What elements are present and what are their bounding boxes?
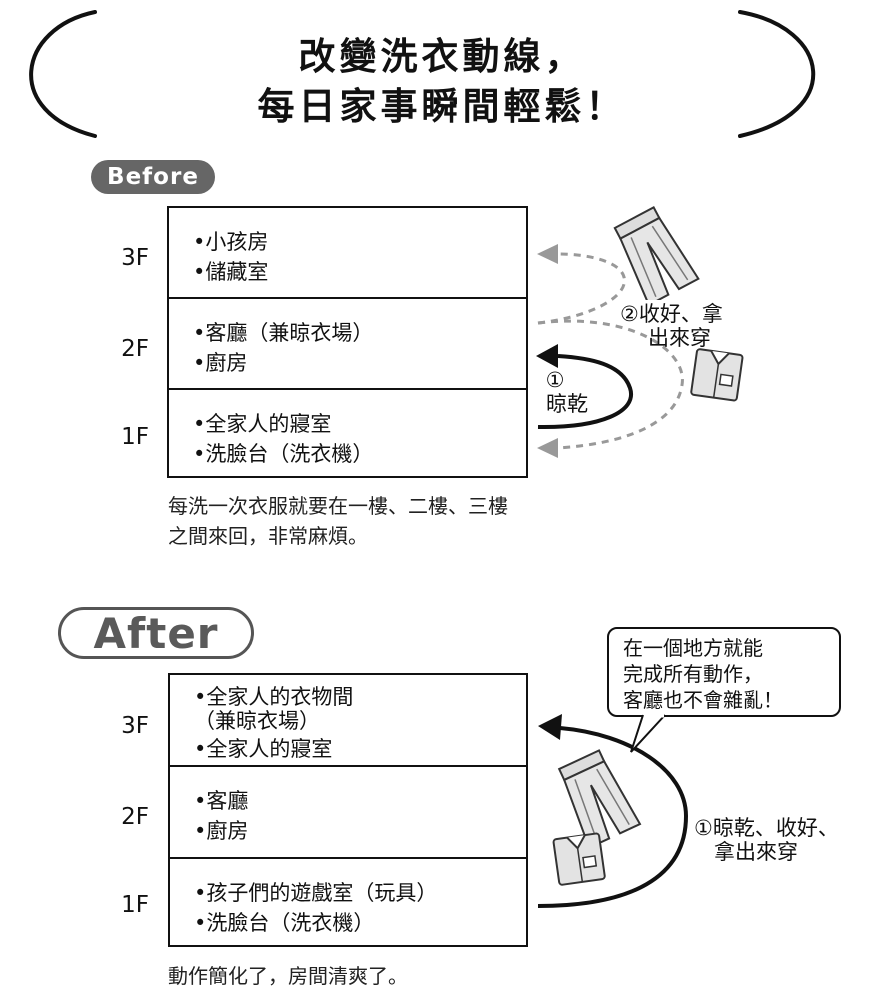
after-room: •客廳 (194, 789, 249, 813)
after-floor-3f: •全家人的衣物間 （兼晾衣場） •全家人的寢室 (170, 675, 526, 765)
bubble-text: 在一個地方就能 (623, 636, 763, 660)
after-room: •全家人的寢室 (194, 737, 333, 761)
after-step-line2: 拿出來穿 (714, 840, 798, 864)
after-floor-label-2f: 2F (121, 804, 149, 830)
dashed-arrow-outer (537, 319, 684, 450)
bubble-text: 完成所有動作， (623, 662, 763, 686)
after-floor-1f: •孩子們的遊戲室（玩具） •洗臉台（洗衣機） (170, 857, 526, 949)
before-badge: Before (91, 160, 215, 194)
after-room: •全家人的衣物間 (194, 685, 354, 709)
before-step1-label: 晾乾 (546, 392, 588, 416)
before-room: •廚房 (193, 351, 248, 375)
after-flow-arrow (537, 714, 689, 908)
after-badge: After (58, 607, 254, 659)
pants-icon (613, 206, 700, 300)
before-floor-1f: •全家人的寢室 •洗臉台（洗衣機） (169, 388, 526, 480)
before-room: •洗臉台（洗衣機） (193, 442, 374, 466)
before-room: •全家人的寢室 (193, 412, 332, 436)
after-floor-label-3f: 3F (121, 713, 149, 739)
before-caption-line1: 每洗一次衣服就要在一樓、二樓、三樓 (168, 494, 508, 518)
before-flow-arrows (536, 244, 684, 458)
arrowhead (538, 714, 562, 740)
before-caption-line2: 之間來回，非常麻煩。 (168, 524, 368, 548)
before-room: •儲藏室 (193, 260, 269, 284)
after-room: •孩子們的遊戲室（玩具） (194, 881, 438, 905)
after-floor-2f: •客廳 •廚房 (170, 765, 526, 857)
pants-icon (557, 749, 642, 843)
before-room: •小孩房 (193, 230, 269, 254)
after-caption: 動作簡化了，房間清爽了。 (168, 964, 408, 988)
after-building: •全家人的衣物間 （兼晾衣場） •全家人的寢室 •客廳 •廚房 •孩子們的遊戲室… (168, 673, 528, 947)
arrowhead (537, 438, 558, 458)
before-floor-label-2f: 2F (121, 336, 149, 362)
before-building: •小孩房 •儲藏室 •客廳（兼晾衣場） •廚房 •全家人的寢室 •洗臉台（洗衣機… (167, 206, 528, 478)
page-title-line2: 每日家事瞬間輕鬆！ (257, 85, 627, 128)
before-room: •客廳（兼晾衣場） (193, 321, 374, 345)
arrowhead (537, 244, 558, 264)
shirt-icon (690, 348, 744, 402)
after-room: （兼晾衣場） (194, 709, 320, 733)
shirt-icon (552, 832, 606, 886)
before-floor-3f: •小孩房 •儲藏室 (169, 208, 526, 298)
bubble-text: 客廳也不會雜亂！ (623, 688, 783, 712)
after-step-line1: ①晾乾、收好、 (694, 816, 839, 840)
dashed-arrow-upper (537, 252, 626, 325)
after-room: •廚房 (194, 819, 249, 843)
before-floor-label-3f: 3F (121, 245, 149, 271)
title-brackets (29, 10, 816, 138)
arrowhead (536, 344, 558, 368)
before-floor-2f: •客廳（兼晾衣場） •廚房 (169, 297, 526, 389)
bubble-tail (630, 714, 666, 753)
after-room: •洗臉台（洗衣機） (194, 911, 375, 935)
before-step1-number: ① (545, 368, 565, 392)
solid-arrow (537, 354, 634, 430)
before-step2-line2: 出來穿 (648, 326, 711, 350)
before-step2-line1: ②收好、拿 (620, 302, 723, 326)
page-title-line1: 改變洗衣動線， (298, 35, 586, 78)
before-floor-label-1f: 1F (121, 424, 149, 450)
after-floor-label-1f: 1F (121, 892, 149, 918)
after-speech-bubble: 在一個地方就能 完成所有動作， 客廳也不會雜亂！ (607, 627, 841, 717)
